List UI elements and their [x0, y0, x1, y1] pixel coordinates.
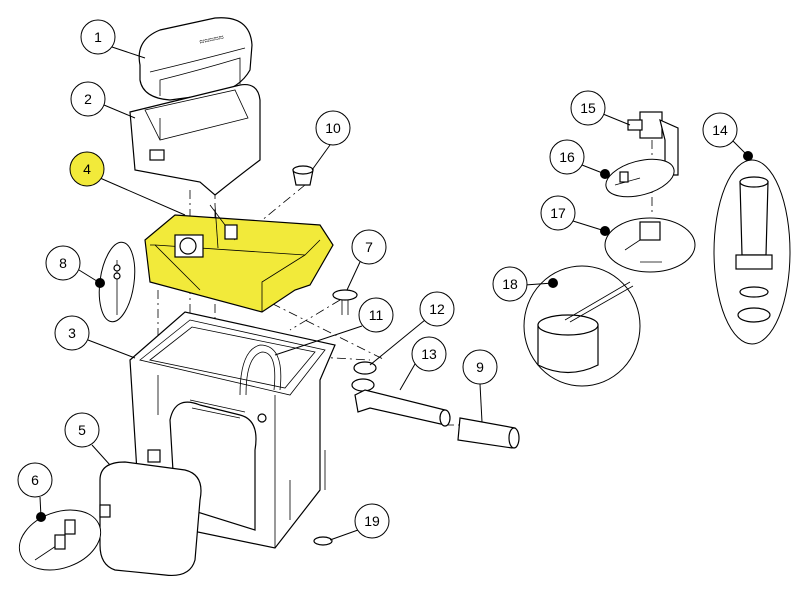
svg-text:3: 3	[68, 325, 76, 341]
part-12-washers	[351, 361, 377, 392]
part-11-hose	[239, 344, 282, 396]
part-2-upper-housing	[129, 83, 261, 196]
part-5-door	[99, 461, 202, 577]
callout-4-highlighted: 4	[69, 151, 105, 187]
part-13-drain-pipe	[354, 389, 451, 427]
svg-text:14: 14	[712, 122, 728, 138]
callout-10: 10	[315, 110, 351, 146]
part-15-valve	[627, 111, 679, 176]
callout-11: 11	[358, 297, 394, 333]
svg-text:8: 8	[59, 255, 67, 271]
callout-7: 7	[351, 229, 387, 265]
svg-text:1: 1	[94, 29, 102, 45]
leader-lines	[39, 46, 749, 541]
part-19-washer	[313, 536, 333, 546]
callout-18: 18	[492, 266, 528, 302]
callout-5: 5	[64, 412, 100, 448]
callout-12: 12	[419, 291, 455, 327]
part-4-tray-highlighted	[144, 204, 334, 313]
callout-16: 16	[549, 139, 585, 175]
part-14-standpipe	[713, 151, 791, 345]
callout-6: 6	[17, 462, 53, 498]
callout-13: 13	[411, 336, 447, 372]
svg-text:18: 18	[502, 276, 518, 292]
callout-8: 8	[45, 245, 81, 281]
part-1-lid: ≈≈≈≈≈	[138, 17, 253, 101]
callout-17: 17	[540, 195, 576, 231]
svg-text:2: 2	[84, 91, 92, 107]
callout-3: 3	[54, 315, 90, 351]
part-6-hardware	[18, 509, 102, 571]
svg-text:7: 7	[365, 239, 373, 255]
svg-text:5: 5	[78, 422, 86, 438]
part-17-float-valve	[600, 217, 696, 273]
svg-text:19: 19	[364, 513, 380, 529]
callout-2: 2	[70, 81, 106, 117]
callout-14: 14	[702, 112, 738, 148]
svg-text:6: 6	[31, 472, 39, 488]
svg-text:12: 12	[429, 301, 445, 317]
svg-text:4: 4	[83, 161, 91, 177]
svg-text:13: 13	[421, 346, 437, 362]
part-8-hardware	[95, 241, 136, 323]
svg-text:10: 10	[325, 120, 341, 136]
svg-text:17: 17	[550, 205, 566, 221]
svg-text:9: 9	[476, 359, 484, 375]
part-10-cap	[292, 165, 314, 186]
part-7-drain-plug	[332, 289, 358, 315]
svg-text:16: 16	[559, 149, 575, 165]
part-9-extension-pipe	[457, 417, 520, 449]
svg-text:15: 15	[580, 100, 596, 116]
callout-1: 1	[80, 19, 116, 55]
callout-19: 19	[354, 503, 390, 539]
callout-15: 15	[570, 90, 606, 126]
part-18-float	[523, 265, 641, 387]
svg-text:11: 11	[369, 307, 384, 323]
callout-9: 9	[462, 349, 498, 385]
